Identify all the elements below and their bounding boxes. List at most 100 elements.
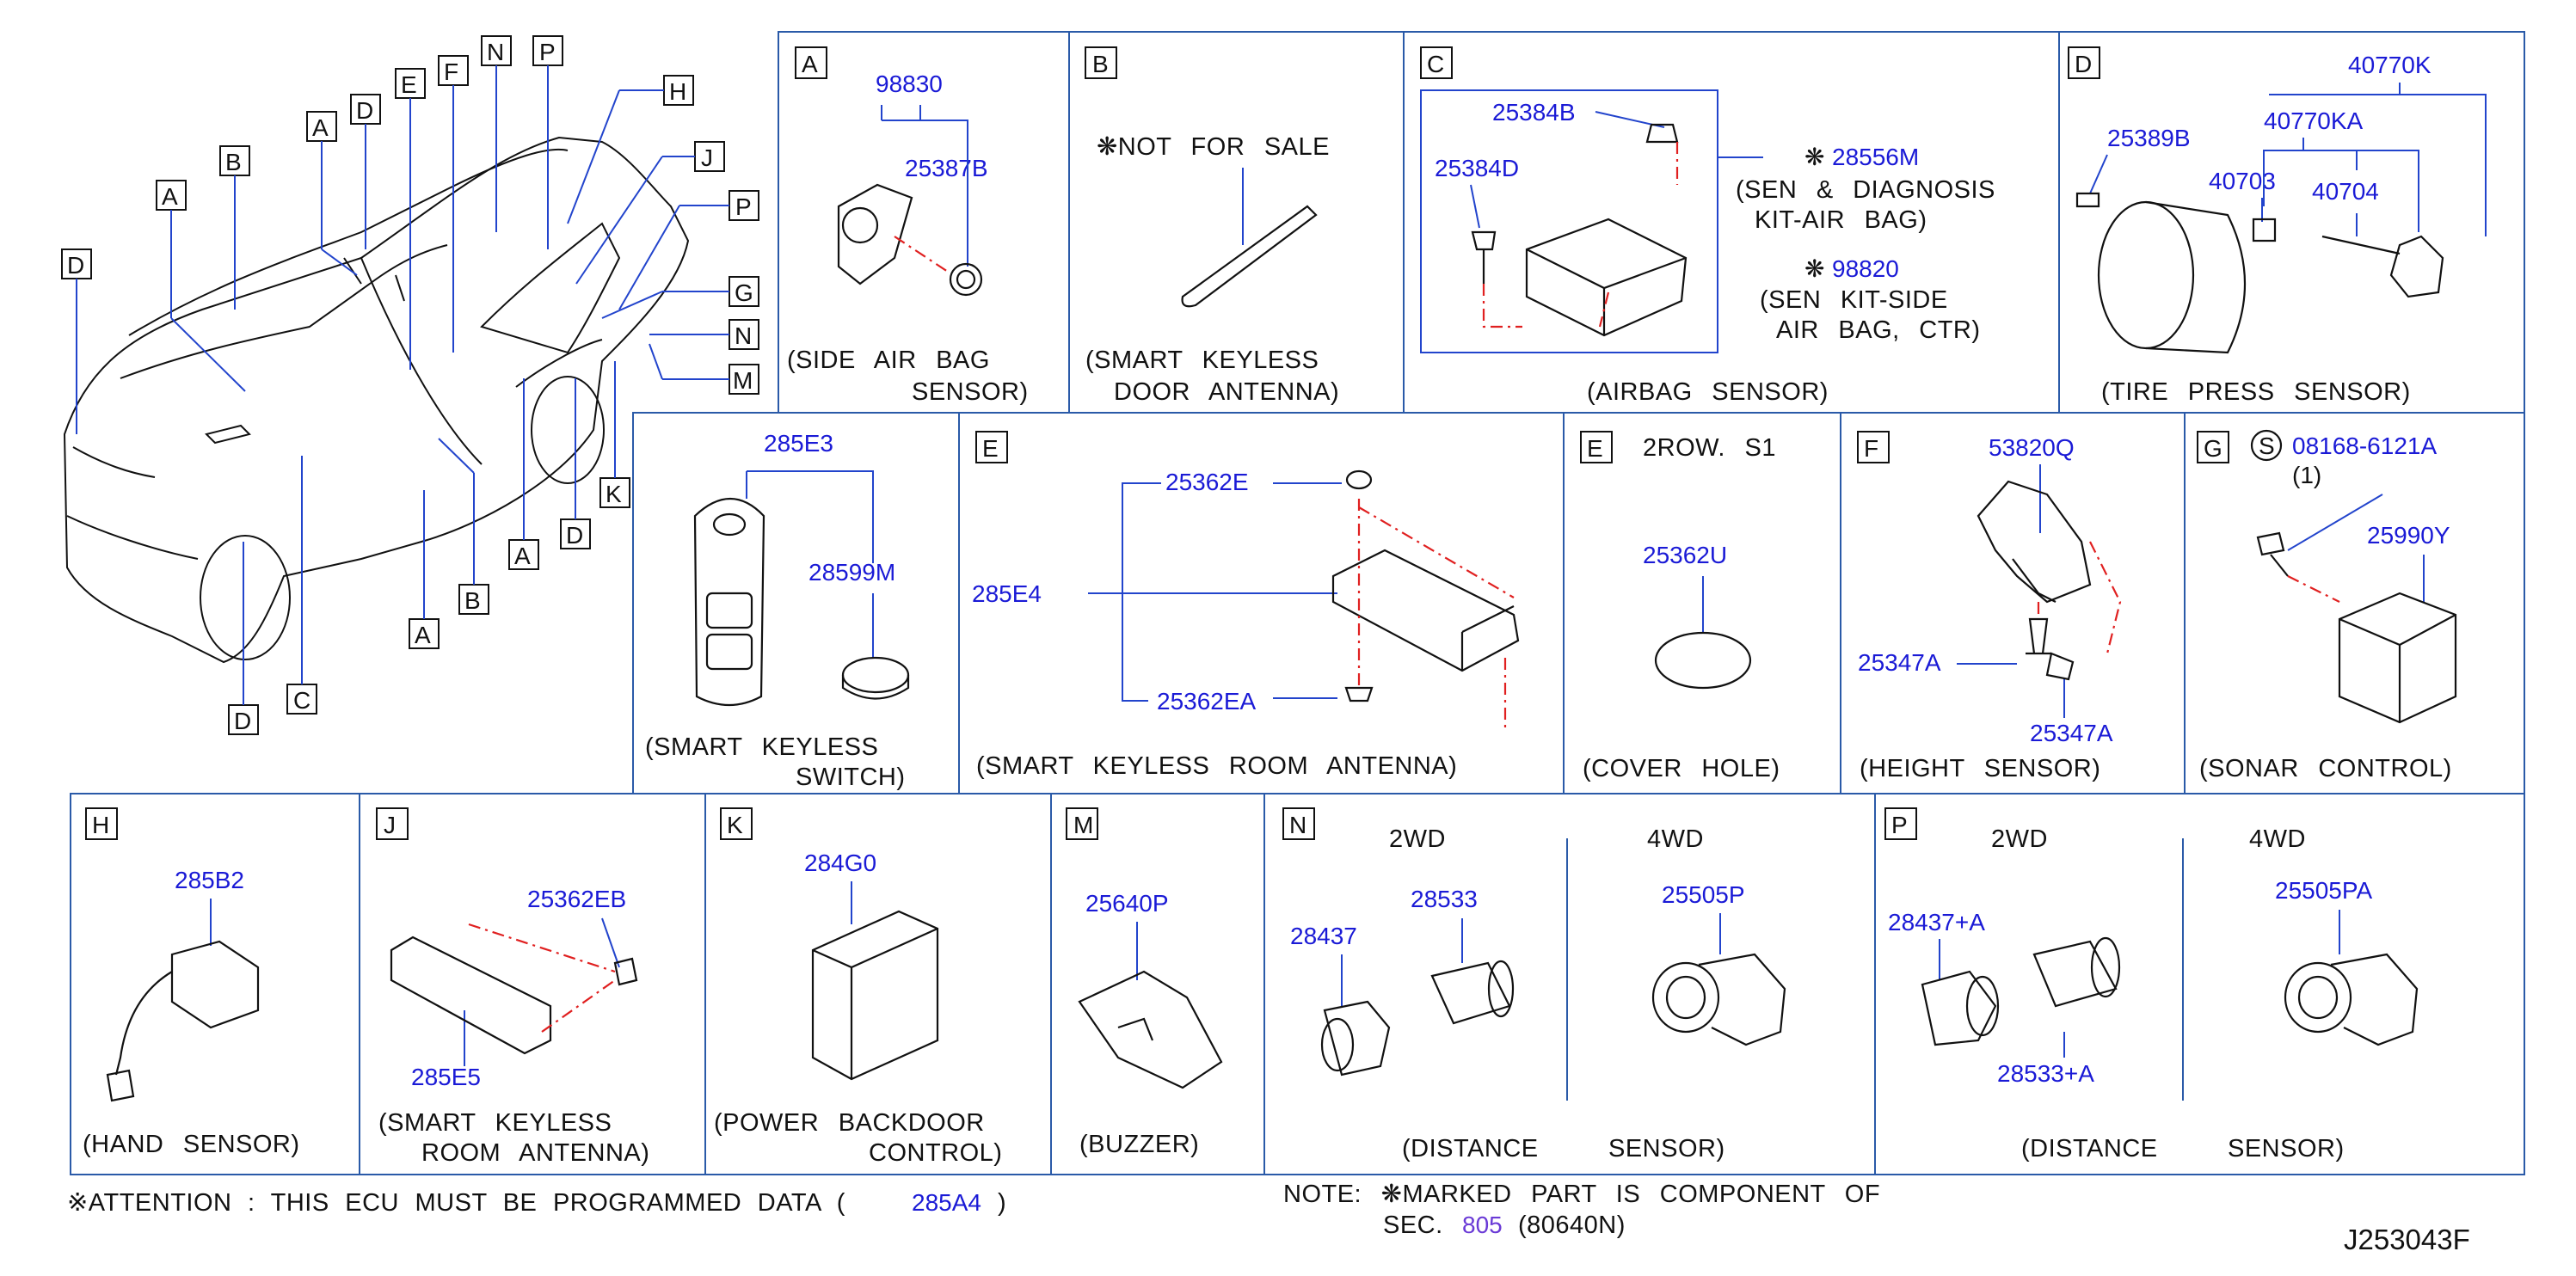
part-285e4: 285E4 bbox=[972, 580, 1042, 607]
antenna-bracket-icon bbox=[390, 936, 552, 1055]
wheel-rim-icon bbox=[2097, 200, 2195, 350]
note-section-number: 805 bbox=[1462, 1212, 1503, 1238]
svg-text:J: J bbox=[701, 144, 713, 171]
svg-text:(AIRBAG SENSOR): (AIRBAG SENSOR) bbox=[1587, 378, 1829, 406]
distance-sensor-holder-icon bbox=[1430, 961, 1511, 1025]
sonar-control-unit-icon bbox=[2338, 592, 2457, 724]
distance-sensor-4wd-icon bbox=[1651, 961, 1720, 1034]
svg-text:F: F bbox=[1864, 435, 1878, 462]
overview-callouts: D A B A D E F N P H J P G N M K D A B A … bbox=[61, 35, 759, 735]
attention-note: ※ATTENTION : THIS ECU MUST BE PROGRAMMED… bbox=[67, 1189, 845, 1217]
part-25640p: 25640P bbox=[1085, 890, 1169, 917]
svg-text:G: G bbox=[735, 279, 753, 306]
section-n-distance-sensor: N 2WD 4WD 28437 28533 25505P (DISTANCE S… bbox=[1282, 807, 1786, 1163]
svg-text:(DISTANCE: (DISTANCE bbox=[2021, 1135, 2158, 1163]
svg-text:(HEIGHT SENSOR): (HEIGHT SENSOR) bbox=[1860, 755, 2100, 782]
note-marked-parts: NOTE: ❋MARKED PART IS COMPONENT OF bbox=[1283, 1181, 1880, 1208]
part-284g0: 284G0 bbox=[804, 850, 876, 876]
callout-d-front: D bbox=[61, 248, 92, 434]
svg-text:CONTROL): CONTROL) bbox=[869, 1139, 1002, 1167]
callout-b-bottom: B bbox=[438, 438, 489, 615]
part-40770k: 40770K bbox=[2348, 52, 2432, 78]
callout-b-top: B bbox=[219, 145, 250, 310]
svg-text:P: P bbox=[1891, 812, 1908, 838]
svg-text:C: C bbox=[1427, 51, 1444, 77]
callout-k-bottom: K bbox=[599, 361, 630, 508]
section-h-hand-sensor: H 285B2 (HAND SENSOR) bbox=[83, 807, 300, 1158]
footer: ※ATTENTION : THIS ECU MUST BE PROGRAMMED… bbox=[67, 1181, 2470, 1255]
callout-a-bottom: A bbox=[409, 490, 440, 649]
svg-text:(SEN KIT-SIDE: (SEN KIT-SIDE bbox=[1760, 286, 1948, 314]
callout-p-top: P bbox=[532, 35, 563, 249]
part-28533-a: 28533+A bbox=[1997, 1060, 2094, 1087]
callout-d-bottom: D bbox=[228, 542, 259, 735]
svg-text:A: A bbox=[312, 114, 329, 141]
svg-text:A: A bbox=[162, 183, 178, 210]
svg-text:D: D bbox=[356, 97, 373, 124]
distance-sensor-bracket-icon bbox=[1323, 1000, 1391, 1077]
diagram-id: J253043F bbox=[2344, 1224, 2470, 1255]
callout-p-right: P bbox=[618, 190, 759, 310]
callout-d-top: D bbox=[350, 94, 381, 249]
part-28437-a: 28437+A bbox=[1888, 909, 1985, 936]
tire-pressure-sensor-icon bbox=[2389, 235, 2444, 298]
hand-sensor-icon bbox=[170, 940, 260, 1029]
part-285e3: 285E3 bbox=[764, 430, 833, 457]
svg-text:B: B bbox=[225, 149, 242, 175]
callout-n-right: N bbox=[649, 319, 759, 350]
svg-text:D: D bbox=[234, 708, 251, 734]
svg-text:K: K bbox=[606, 481, 622, 507]
section-m-buzzer: M 25640P (BUZZER) bbox=[1066, 807, 1223, 1158]
svg-text:(BUZZER): (BUZZER) bbox=[1079, 1131, 1199, 1158]
callout-a-mid: A bbox=[508, 378, 539, 570]
battery-icon bbox=[841, 656, 910, 694]
part-25347a-left: 25347A bbox=[1858, 649, 1941, 676]
part-28533: 28533 bbox=[1411, 886, 1478, 912]
part-25990y: 25990Y bbox=[2367, 522, 2450, 549]
svg-text:(80640N): (80640N) bbox=[1518, 1212, 1626, 1239]
svg-text:M: M bbox=[1073, 812, 1093, 838]
room-antenna-icon bbox=[1331, 549, 1520, 672]
backdoor-control-unit-icon bbox=[811, 910, 939, 1081]
svg-text:A: A bbox=[802, 51, 818, 77]
svg-text:SENSOR): SENSOR) bbox=[2228, 1135, 2345, 1163]
part-53820q: 53820Q bbox=[1989, 434, 2075, 461]
callout-a-left: A bbox=[156, 180, 246, 392]
svg-text:E: E bbox=[1587, 435, 1603, 462]
svg-text:(SMART KEYLESS: (SMART KEYLESS bbox=[1085, 347, 1319, 374]
svg-text:F: F bbox=[444, 58, 458, 85]
section-a-side-air-bag-sensor: A 98830 25387B (SIDE AIR BAG SENSOR) bbox=[787, 46, 1028, 406]
svg-text:AIR BAG, CTR): AIR BAG, CTR) bbox=[1776, 316, 1981, 344]
svg-text:2ROW. S1: 2ROW. S1 bbox=[1643, 434, 1776, 462]
svg-text:(DISTANCE: (DISTANCE bbox=[1402, 1135, 1539, 1163]
part-25384d: 25384D bbox=[1435, 155, 1519, 181]
airbag-control-unit-icon bbox=[1525, 218, 1688, 337]
svg-text:SEC.: SEC. bbox=[1383, 1212, 1443, 1239]
svg-text:4WD: 4WD bbox=[2249, 825, 2306, 853]
section-smart-keyless-switch: 285E3 28599M (SMART KEYLESS SWITCH) bbox=[645, 430, 910, 791]
section-c-airbag-sensor: C 25384B 25384D ❋ 28556M (SEN & DIAGNOSI… bbox=[1420, 46, 1995, 406]
door-antenna-icon bbox=[1181, 205, 1318, 308]
part-25362ea: 25362EA bbox=[1157, 688, 1257, 715]
part-285e5: 285E5 bbox=[411, 1064, 481, 1090]
part-285b2: 285B2 bbox=[175, 867, 244, 893]
svg-text:(HAND SENSOR): (HAND SENSOR) bbox=[83, 1131, 300, 1158]
vehicle-overview bbox=[63, 136, 690, 664]
svg-text:N: N bbox=[487, 39, 504, 65]
callout-e-top: E bbox=[395, 68, 426, 370]
callout-j-right: J bbox=[575, 141, 725, 285]
section-f-height-sensor: F 53820Q 25347A 25347A (HEIGHT SENSOR) bbox=[1857, 431, 2122, 782]
svg-text:N: N bbox=[735, 322, 752, 349]
part-25505pa: 25505PA bbox=[2275, 877, 2372, 904]
part-25387b: 25387B bbox=[905, 155, 988, 181]
svg-text:P: P bbox=[735, 193, 752, 220]
cover-hole-icon bbox=[1654, 631, 1752, 690]
callout-f-top: F bbox=[438, 55, 469, 353]
svg-text:D: D bbox=[2075, 51, 2092, 77]
svg-text:C: C bbox=[293, 687, 310, 714]
svg-text:2WD: 2WD bbox=[1991, 825, 2048, 853]
svg-text:(SIDE AIR BAG: (SIDE AIR BAG bbox=[787, 347, 990, 374]
svg-text:(TIRE PRESS SENSOR): (TIRE PRESS SENSOR) bbox=[2101, 378, 2411, 406]
svg-text:(1): (1) bbox=[2292, 462, 2321, 488]
